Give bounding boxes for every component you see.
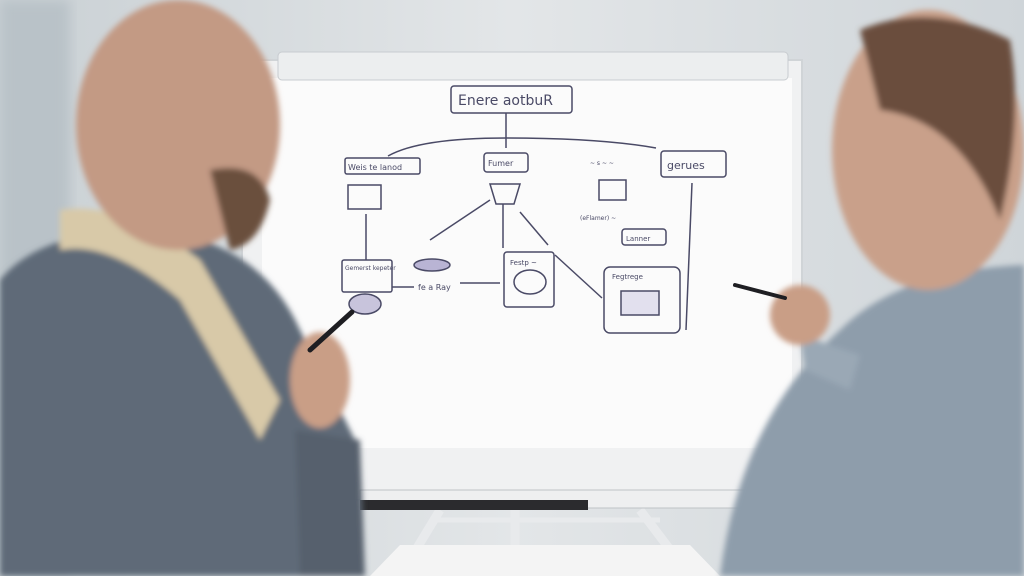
label-bottom-right-box: Fegtrege — [612, 273, 643, 281]
whiteboard-diagram — [341, 85, 727, 334]
label-bottom-left-box: Gemerst kepeter — [345, 265, 396, 272]
beard — [210, 168, 270, 250]
right-marker — [733, 283, 787, 300]
right-hand — [770, 285, 830, 345]
right-hair — [860, 17, 1016, 221]
label-center-bottom-box: Festp ~ — [510, 259, 537, 267]
left-marker — [307, 309, 355, 353]
board-top-clamp — [277, 51, 789, 81]
label-middle-text: fe a Ray — [418, 283, 451, 292]
table — [370, 545, 720, 576]
scarf — [60, 208, 280, 440]
label-top-left: Weis te lanod — [348, 163, 402, 172]
right-person — [720, 10, 1024, 576]
whiteboard — [241, 51, 803, 510]
left-hand — [290, 332, 350, 428]
marker-on-tray — [360, 500, 588, 510]
diagram-title: Enere aotbuR — [458, 93, 553, 109]
whiteboard-text: Enere aotbuR Weis te lanod Fumer gerues … — [345, 93, 705, 292]
label-center-box: Fumer — [488, 159, 514, 168]
label-right-notes: ~ s ~ ~ — [590, 160, 614, 167]
left-person — [0, 0, 365, 576]
label-right-box: gerues — [667, 159, 705, 172]
label-right-small-box: Lanner — [626, 235, 650, 243]
label-right-notes-2: (eFlamer) ~ — [580, 215, 616, 222]
